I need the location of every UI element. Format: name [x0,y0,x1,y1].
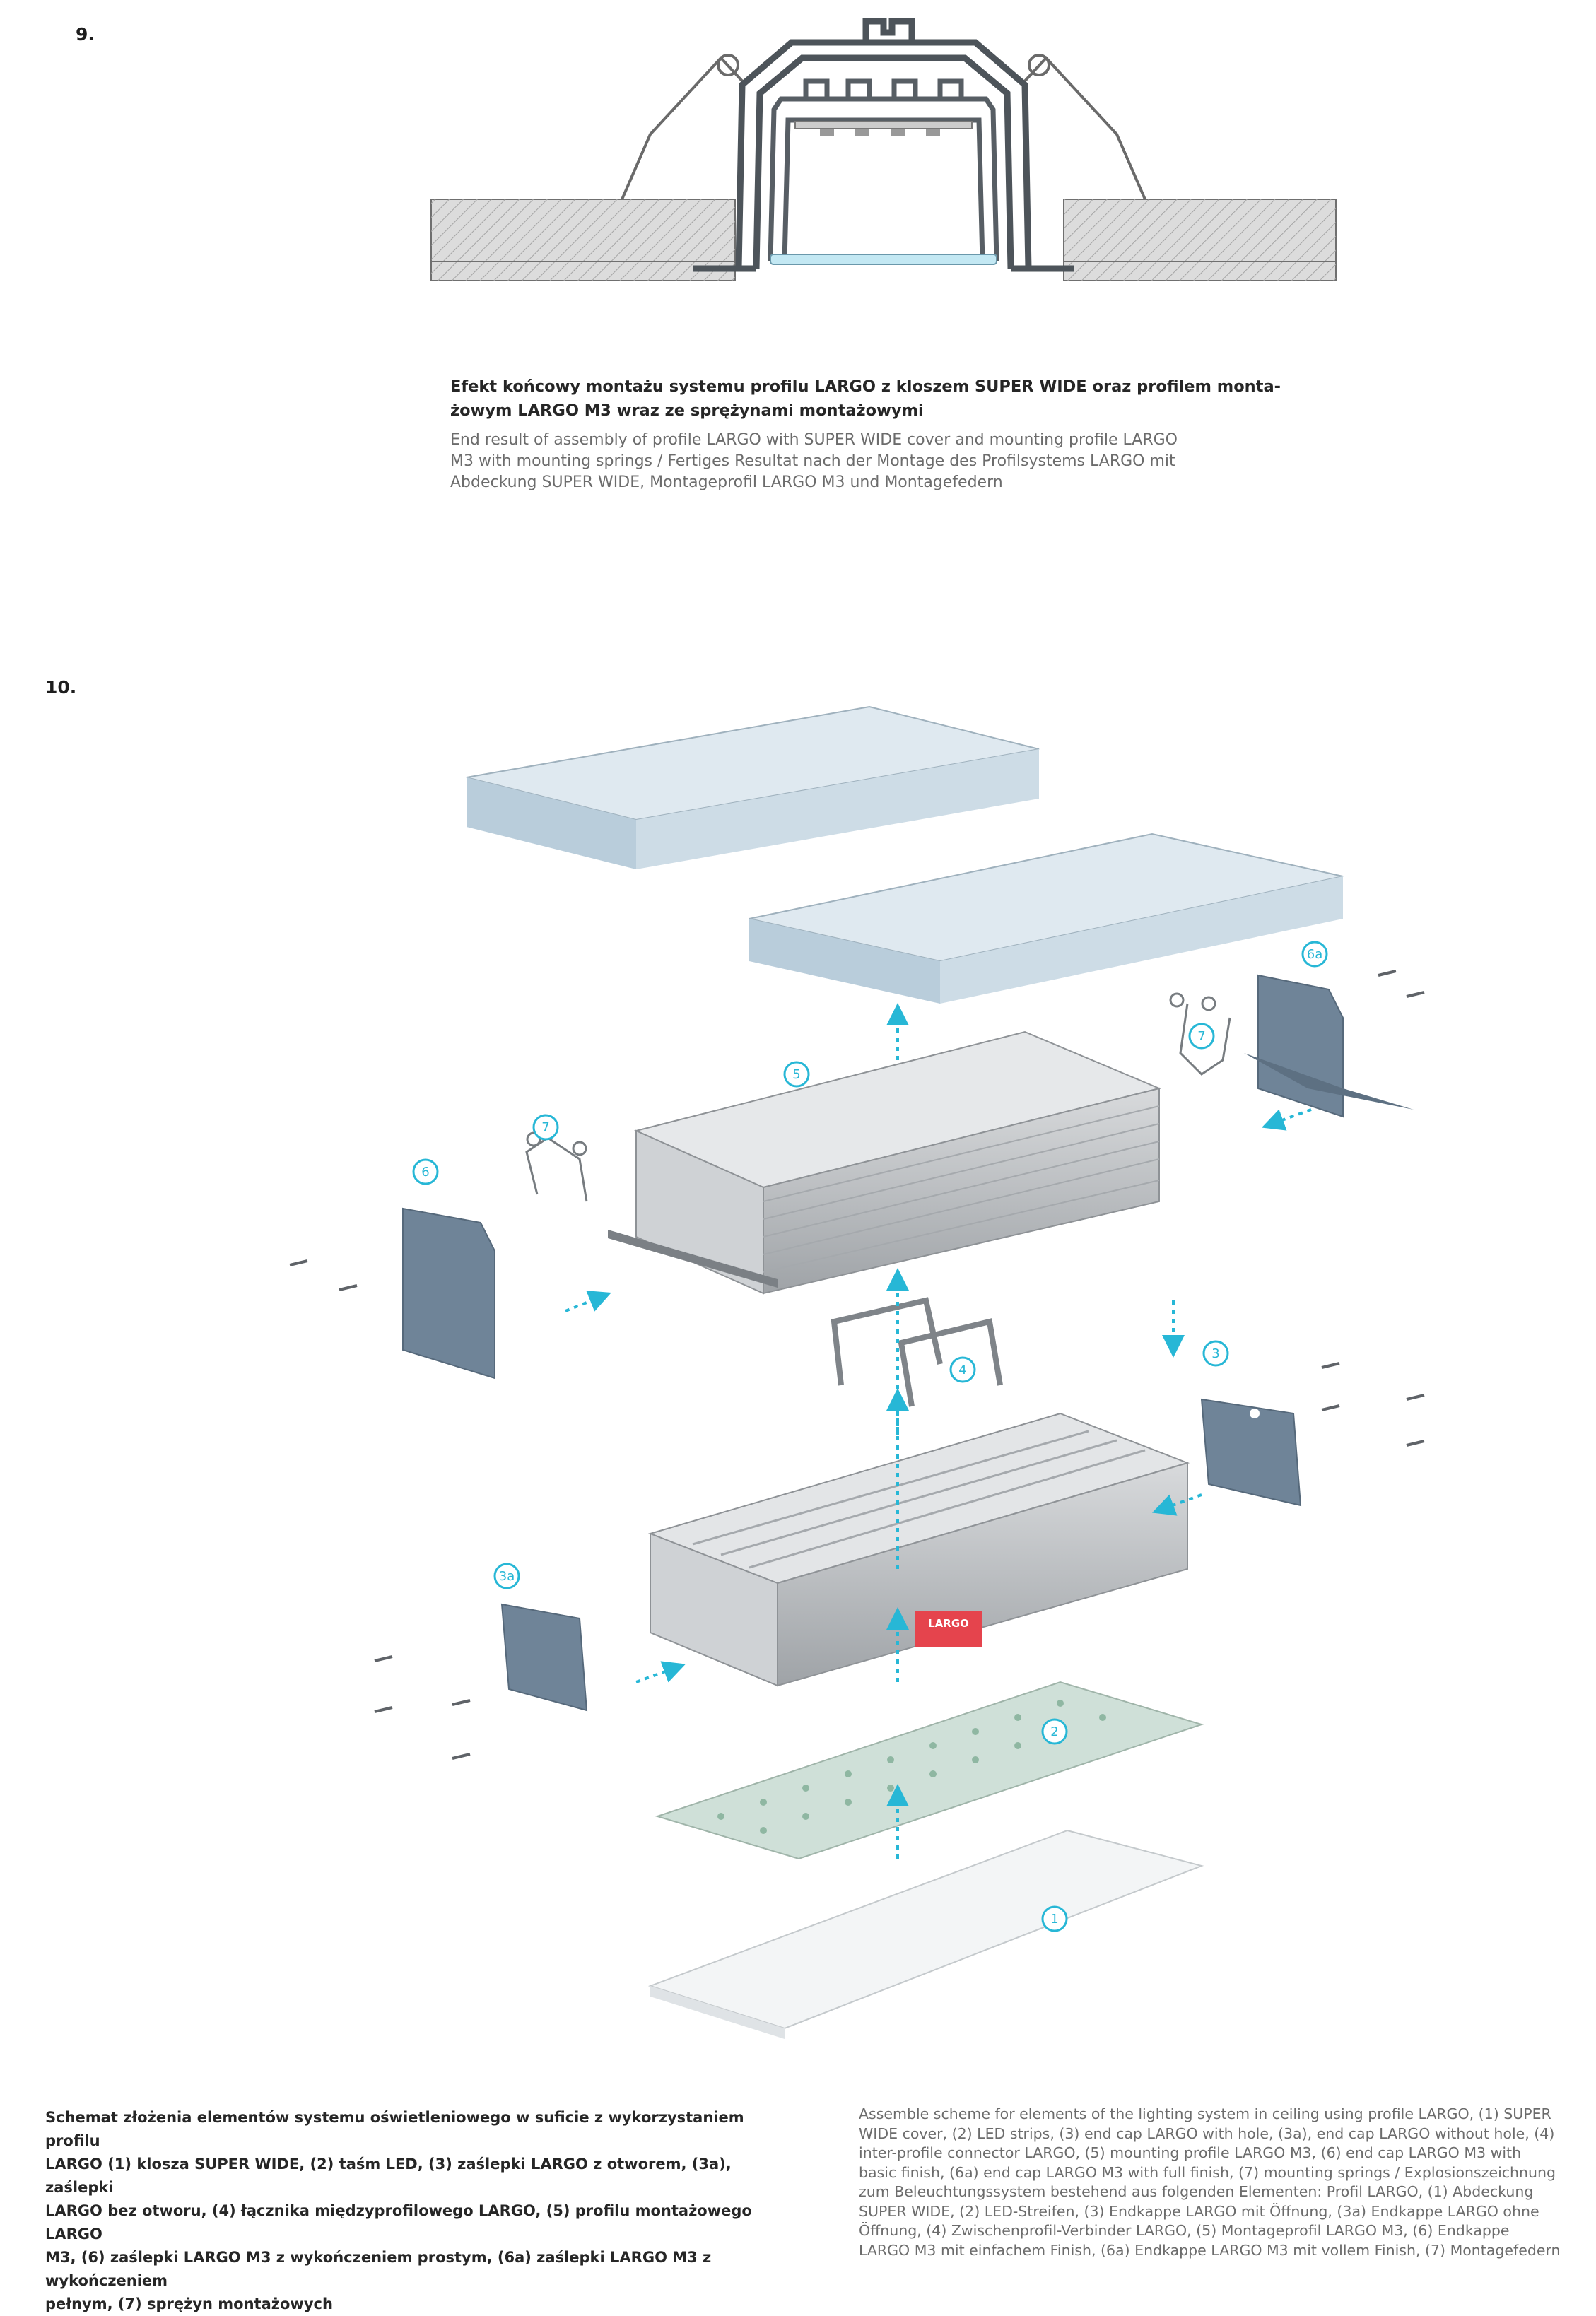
label-7-left-circle [532,1114,559,1141]
exploded-assembly-drawing: LARGO [289,705,1425,2039]
label-7-left: 7 [541,1120,549,1135]
label-1-circle [1041,1905,1068,1932]
caption-9-pl-line1: Efekt końcowy montażu systemu profilu LA… [450,377,1281,396]
label-6a: 6a [1307,947,1322,962]
caption-10-pl-line2: LARGO (1) klosza SUPER WIDE, (2) taśm LE… [45,2156,732,2196]
label-7-right-circle [1188,1023,1215,1050]
ceiling-plate-right [1063,199,1337,281]
label-3a: 3a [499,1569,515,1584]
caption-10-pl-line5: pełnym, (7) sprężyn montażowych [45,2296,333,2312]
mounting-spring-7-right [1169,992,1231,1076]
caption-10-en-line2: WIDE cover, (2) LED strips, (3) end cap … [859,2124,1555,2142]
caption-10-en-line3: inter-profile connector LARGO, (5) mount… [859,2144,1522,2161]
label-2-circle [1041,1718,1068,1745]
label-6a-circle [1301,941,1328,968]
largo-profile-main [647,1412,1190,1687]
label-7-right: 7 [1197,1029,1205,1044]
section-number-9: 9. [76,24,95,45]
connector-4 [831,1297,1003,1407]
caption-9-en-line2: M3 with mounting springs / Fertiges Resu… [450,452,1175,470]
screws [289,970,1425,1760]
super-wide-cover-1 [647,1829,1204,2039]
label-2: 2 [1050,1724,1058,1739]
label-1: 1 [1050,1912,1058,1927]
end-cap-3a [500,1603,588,1712]
label-3: 3 [1211,1346,1219,1361]
caption-10-pl-line3: LARGO bez otworu, (4) łącznika międzypro… [45,2202,752,2242]
caption-9-en-line3: Abdeckung SUPER WIDE, Montageprofil LARG… [450,474,1003,491]
caption-10-pl: Schemat złożenia elementów systemu oświe… [45,2106,794,2316]
led-strip-2 [655,1681,1204,1860]
caption-10-en-line4: basic finish, (6a) end cap LARGO M3 with… [859,2163,1556,2181]
assembly-arrows [565,1003,1312,1859]
end-cap-6a [1244,974,1414,1118]
label-4-circle [949,1356,976,1383]
mounting-profile-5 [608,1030,1162,1295]
caption-10-en-line6: SUPER WIDE, (2) LED-Streifen, (3) Endkap… [859,2202,1539,2220]
super-wide-cover-section [770,254,997,265]
brand-label: LARGO [928,1617,969,1630]
caption-10-pl-line1: Schemat złożenia elementów systemu oświe… [45,2109,744,2149]
caption-10-en-line5: zum Beleuchtungssystem bestehend aus fol… [859,2183,1534,2200]
mounting-profile-m3 [693,18,1074,272]
label-4: 4 [958,1363,966,1377]
caption-9-en-line1: End result of assembly of profile LARGO … [450,431,1178,449]
cross-section-drawing [430,18,1337,281]
led-strip-section [794,121,973,136]
caption-10-en: Assemble scheme for elements of the ligh… [859,2105,1594,2260]
end-cap-6 [402,1207,495,1380]
cover-plate-top-left [466,705,1040,869]
caption-9-pl-line2: żowym LARGO M3 wraz ze sprężynami montaż… [450,401,924,420]
label-3-circle [1202,1340,1229,1367]
caption-10-en-line1: Assemble scheme for elements of the ligh… [859,2105,1551,2122]
label-6: 6 [421,1165,429,1180]
end-cap-3 [1200,1398,1302,1507]
caption-10-en-line8: LARGO M3 mit einfachem Finish, (6a) Endk… [859,2241,1561,2259]
mounting-spring-right [1020,54,1146,200]
section-number-10: 10. [45,677,77,698]
label-5-circle [783,1061,810,1088]
mounting-spring-left [621,54,747,200]
ceiling-plate-left [430,199,736,281]
cover-plate-top-right [749,833,1344,1004]
caption-10-en-line7: Öffnung, (4) Zwischenprofil-Verbinder LA… [859,2222,1510,2239]
label-6-circle [412,1158,439,1185]
largo-profile [768,78,999,262]
label-3a-circle [493,1563,520,1589]
mounting-spring-7-left [525,1131,588,1202]
largo-brand-badge: LARGO [915,1611,982,1647]
label-5: 5 [792,1067,800,1082]
caption-10-pl-line4: M3, (6) zaślepki LARGO M3 z wykończeniem… [45,2249,712,2289]
